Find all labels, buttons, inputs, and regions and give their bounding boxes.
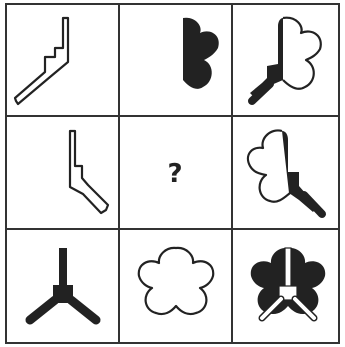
cell-r2c2: ? xyxy=(167,159,182,189)
missing-cell-question-mark: ? xyxy=(167,159,182,189)
